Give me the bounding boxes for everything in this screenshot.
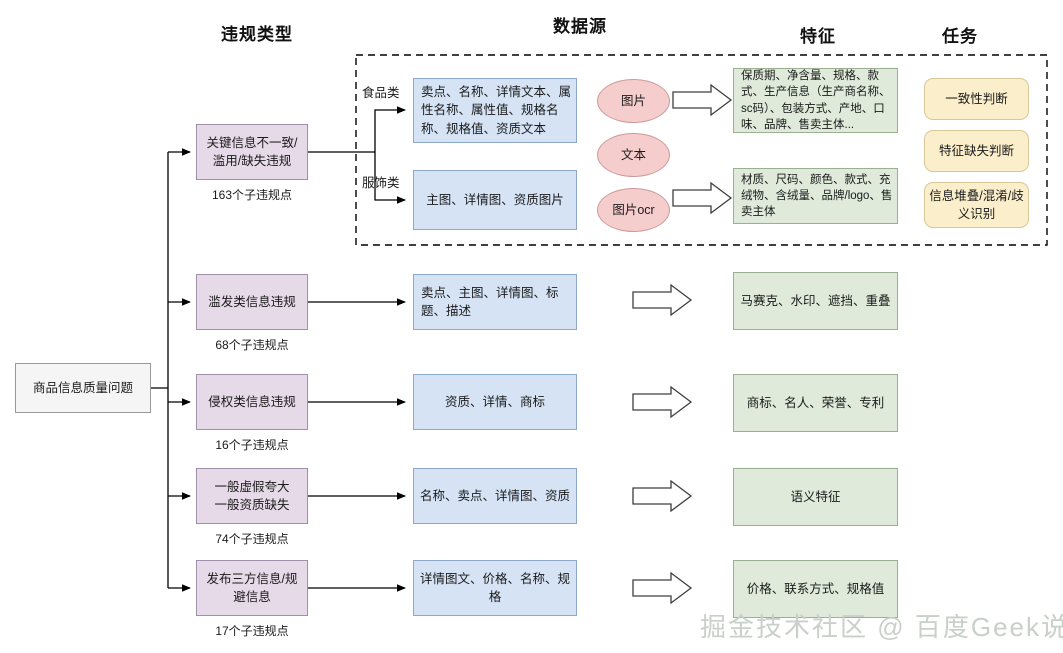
source-node-spam-fields[interactable]: 卖点、主图、详情图、标题、描述 [413,274,577,330]
edge-label-apparel-category: 服饰类 [362,176,400,190]
feature-node-apparel-attributes[interactable]: 材质、尺码、颜色、款式、充绒物、含绒量、品牌/logo、售卖主体 [733,168,898,224]
modality-node-text[interactable]: 文本 [597,133,670,177]
source-node-food-text-fields[interactable]: 卖点、名称、详情文本、属性名称、属性值、规格名称、规格值、资质文本 [413,78,577,143]
violation-count-4: 74个子违规点 [215,532,289,546]
column-header-task: 任务 [942,27,978,46]
task-node-feature-missing-judgement[interactable]: 特征缺失判断 [924,130,1029,172]
source-node-false-claim-fields[interactable]: 名称、卖点、详情图、资质 [413,468,577,524]
feature-node-food-attributes[interactable]: 保质期、净含量、规格、款式、生产信息（生产商名称、sc码）、包装方式、产地、口味… [733,68,898,133]
feature-node-price-contact-spec[interactable]: 价格、联系方式、规格值 [733,560,898,618]
source-node-infringement-fields[interactable]: 资质、详情、商标 [413,374,577,430]
violation-count-2: 68个子违规点 [215,338,289,352]
violation-node-key-info-inconsistent[interactable]: 关键信息不一致/滥用/缺失违规 [196,124,308,180]
column-header-violation-type: 违规类型 [221,25,293,44]
source-node-apparel-images[interactable]: 主图、详情图、资质图片 [413,170,577,230]
column-header-feature: 特征 [800,27,836,46]
violation-node-false-exaggeration[interactable]: 一般虚假夸大 一般资质缺失 [196,468,308,524]
violation-node-spam-info[interactable]: 滥发类信息违规 [196,274,308,330]
task-node-info-stacking-recognition[interactable]: 信息堆叠/混淆/歧义识别 [924,182,1029,228]
modality-node-image-ocr[interactable]: 图片ocr [597,188,670,232]
feature-node-image-artifacts[interactable]: 马赛克、水印、遮挡、重叠 [733,272,898,330]
column-header-data-source: 数据源 [553,17,607,36]
violation-node-third-party-info[interactable]: 发布三方信息/规避信息 [196,560,308,616]
violation-node-infringement-info[interactable]: 侵权类信息违规 [196,374,308,430]
edge-label-food-category: 食品类 [362,86,400,100]
violation-count-3: 16个子违规点 [215,438,289,452]
feature-node-semantic[interactable]: 语义特征 [733,468,898,526]
root-node-product-info-quality[interactable]: 商品信息质量问题 [15,363,151,413]
watermark-text: 掘金技术社区 @ 百度Geek说 [700,612,1063,642]
task-node-consistency-judgement[interactable]: 一致性判断 [924,78,1029,120]
source-node-third-party-fields[interactable]: 详情图文、价格、名称、规格 [413,560,577,616]
feature-node-ip-entities[interactable]: 商标、名人、荣誉、专利 [733,374,898,432]
violation-count-1: 163个子违规点 [211,188,293,202]
modality-node-image[interactable]: 图片 [597,79,670,123]
violation-count-5: 17个子违规点 [215,624,289,638]
